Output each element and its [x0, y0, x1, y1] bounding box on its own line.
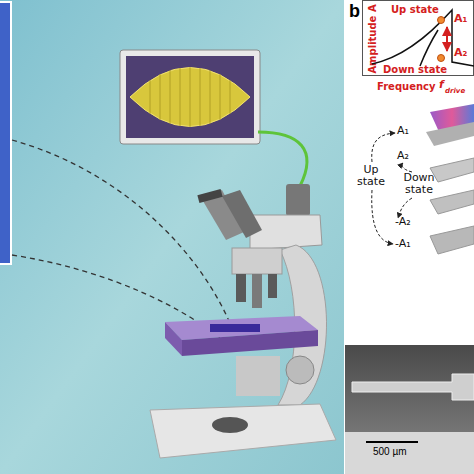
sample-slide — [210, 324, 260, 332]
dashed-arrow — [402, 163, 412, 172]
state-label: Up state — [391, 4, 439, 15]
layer — [430, 158, 474, 182]
lens-image — [130, 68, 250, 127]
state-dot — [438, 55, 445, 62]
microscope-head — [250, 215, 322, 250]
camera-cable — [258, 132, 307, 186]
camera — [286, 184, 310, 216]
objective — [252, 274, 262, 308]
layer — [430, 226, 474, 254]
microscope-base — [150, 404, 336, 458]
response-curve — [420, 30, 438, 66]
response-curve — [372, 10, 474, 66]
amplitude-label: -A₁ — [395, 238, 411, 250]
objective — [236, 274, 246, 302]
state-label: Down state — [383, 64, 447, 75]
sem-image: 500 µm — [345, 345, 474, 474]
lens-striations — [150, 67, 230, 127]
eyepiece — [222, 190, 262, 238]
stage-side — [182, 330, 318, 356]
graph-panel: Up stateA₁A₂Down stateAmplitude AFrequen… — [362, 0, 474, 76]
panel-background — [0, 0, 344, 474]
layer — [430, 190, 474, 214]
amplitude-label: A₁ — [397, 125, 409, 137]
scale-label: 500 µm — [373, 446, 407, 457]
amplitude-label: A₂ — [454, 47, 467, 59]
scale-strip — [345, 432, 474, 474]
eyepiece-cap — [197, 189, 222, 203]
state-label: Up state — [350, 164, 392, 188]
lamp — [212, 417, 248, 433]
amplitude-label: A₂ — [397, 150, 409, 162]
layer — [426, 122, 474, 146]
scale-bar — [366, 441, 418, 443]
monitor-frame — [120, 50, 260, 144]
amplitude-label: A₁ — [454, 13, 467, 25]
state-label: Down state — [398, 172, 440, 196]
stage-side — [165, 322, 182, 356]
axis-label: Amplitude A — [367, 4, 378, 73]
dashed-guide — [12, 140, 232, 328]
dashed-arrow — [398, 198, 412, 218]
cantilever — [352, 374, 474, 400]
dashed-arrow — [372, 190, 393, 244]
switch-arrow — [446, 27, 448, 51]
axis-subscript: drive — [445, 88, 465, 96]
sem-background — [345, 345, 474, 474]
state-dot — [438, 17, 445, 24]
monitor-screen — [126, 56, 254, 138]
panel-letter: b — [349, 2, 360, 22]
axis-symbol: f — [439, 79, 444, 91]
condenser — [236, 356, 280, 396]
dashed-arrow — [372, 133, 395, 162]
nosepiece — [232, 248, 282, 274]
objective — [268, 274, 277, 298]
cutoff-panel — [0, 2, 11, 264]
axis-label: Frequency — [377, 81, 436, 92]
focus-knob — [286, 356, 314, 384]
amplitude-label: -A₂ — [395, 216, 411, 228]
